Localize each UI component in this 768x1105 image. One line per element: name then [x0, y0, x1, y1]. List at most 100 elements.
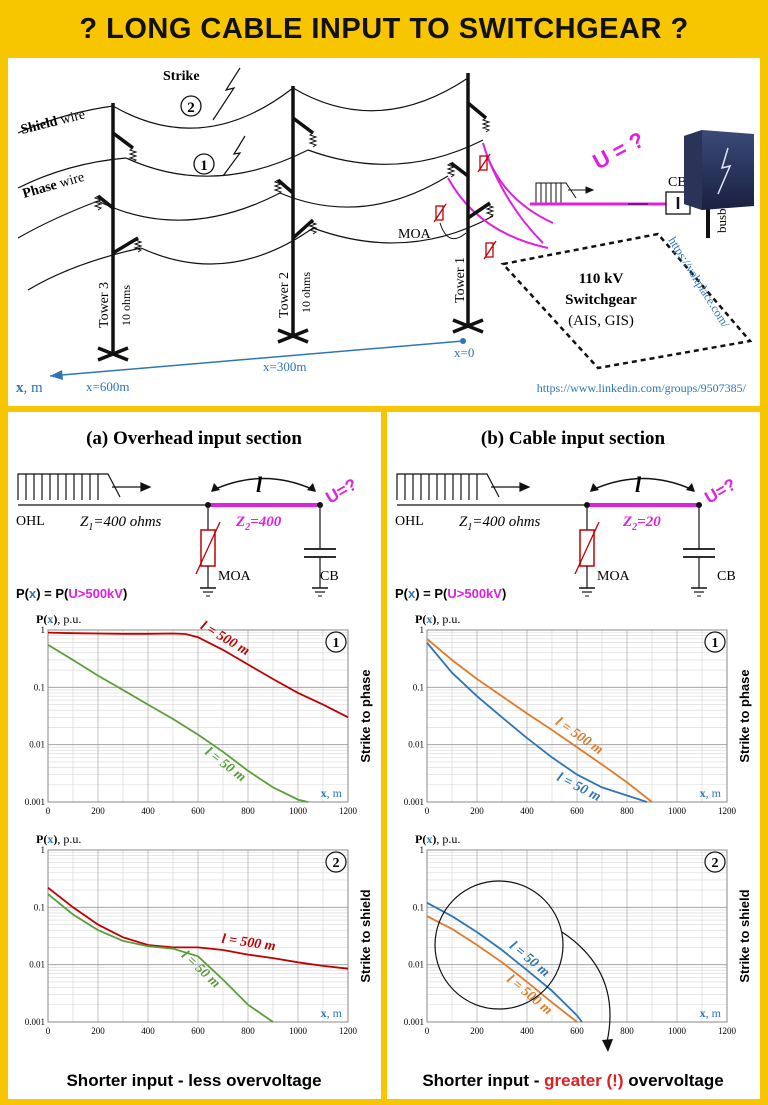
side-label: Strike to shield [358, 889, 373, 982]
y-tick-label: 1 [420, 625, 425, 635]
x-tick-label: 800 [241, 1026, 255, 1036]
panel-a-ohl-label: OHL [16, 514, 45, 529]
x-tick-label: 400 [141, 806, 155, 816]
y-tick-label: 1 [41, 845, 46, 855]
panel-b-svg: (b) Cable input section l OHL Z1=400 ohm… [395, 428, 752, 1090]
chart-b2-highlight [434, 880, 613, 1052]
x-tick-label: 0 [46, 806, 51, 816]
cb-label: CB [668, 175, 687, 190]
panel-a-length-arc [212, 477, 315, 491]
panel-a-u-label: U=? [323, 475, 361, 508]
moa-ground-lead [439, 222, 467, 240]
surge-wave-icon [535, 182, 595, 203]
panel-a-z2-label: Z2=400 [235, 514, 282, 533]
panel-b-prob-def: P(x) = P(U>500kV) [395, 586, 506, 601]
y-axis-label: P(x), p.u. [36, 612, 81, 626]
x-axis-label: x, m [700, 1006, 722, 1020]
panel-a-l-label: l [256, 472, 263, 497]
linkedin-link[interactable]: https://www.linkedin.com/groups/9507385/ [537, 381, 747, 395]
insulators [93, 117, 495, 253]
x-tick-label: 1200 [718, 806, 737, 816]
case-marker [325, 631, 347, 653]
x600-label: x=600m [86, 379, 129, 394]
x-axis-arrowhead [50, 370, 63, 380]
panel-b-cb [683, 508, 715, 597]
y-tick-label: 0.1 [34, 682, 45, 692]
x-tick-label: 200 [91, 806, 105, 816]
strike-1-marker [193, 153, 215, 175]
case-marker [704, 851, 726, 873]
phase-wire-label: Phase wire [21, 170, 86, 202]
strike-2-label: 2 [187, 100, 195, 116]
plot-frame [426, 629, 728, 803]
y-tick-label: 0.1 [413, 682, 424, 692]
x-tick-label: 1200 [339, 806, 358, 816]
panel-a-heading: (a) Overhead input section [86, 428, 302, 449]
tower-3-ohms: 10 ohms [119, 285, 133, 326]
x-tick-label: 600 [570, 1026, 584, 1036]
moa-arresters [433, 153, 497, 260]
x-tick-label: 1200 [718, 1026, 737, 1036]
panel-a-moa [195, 508, 221, 597]
x-tick-label: 0 [425, 806, 430, 816]
x-axis-label: x, m [321, 786, 343, 800]
y-tick-label: 0.1 [413, 902, 424, 912]
x-origin-dot [460, 338, 466, 344]
case-marker [704, 631, 726, 653]
panel-b-ohl-label: OHL [395, 514, 424, 529]
highlight-circle [434, 880, 564, 1010]
tower-2-label: Tower 2 [277, 272, 292, 318]
highlight-arrowhead [602, 1039, 613, 1052]
panel-b-u-label: U=? [702, 475, 740, 508]
strike-1-label: 1 [200, 158, 208, 174]
switchgear-type: (AIS, GIS) [568, 313, 634, 329]
x-tick-label: 400 [520, 1026, 534, 1036]
panel-b-surge-icon [396, 473, 531, 500]
lightning-bolts [212, 67, 246, 177]
panel-a-footer: Shorter input - less overvoltage [66, 1071, 321, 1090]
panel-b-z1-label: Z1=400 ohms [459, 514, 541, 533]
x-axis-label: x, m [16, 380, 43, 396]
x-axis-line [49, 340, 464, 377]
panel-b-heading: (b) Cable input section [481, 428, 666, 449]
series-line [426, 915, 578, 1023]
series-label: l = 500 m [503, 972, 555, 1018]
panel-a-node-left [205, 502, 211, 508]
panel-b-footer: Shorter input - greater (!) overvoltage [422, 1071, 723, 1090]
x-tick-label: 1200 [339, 1026, 358, 1036]
x-tick-label: 0 [46, 1026, 51, 1036]
x-tick-label: 200 [91, 1026, 105, 1036]
x-tick-label: 600 [191, 1026, 205, 1036]
panel-b-z2-label: Z2=20 [622, 514, 661, 533]
side-label: Strike to phase [737, 669, 752, 762]
x-tick-label: 1000 [668, 1026, 687, 1036]
case-number: 1 [333, 636, 340, 651]
switchgear-name: Switchgear [565, 292, 637, 308]
series-line [47, 886, 349, 970]
panel-b-cb-label: CB [717, 569, 736, 584]
series-line [426, 642, 648, 803]
highlight-arrow [561, 931, 611, 1043]
shield-wire-label: Shield wire [19, 107, 86, 137]
panel-b-node-left [584, 502, 590, 508]
plot-frame [47, 849, 349, 1023]
x-tick-label: 0 [425, 1026, 430, 1036]
x-tick-label: 200 [470, 1026, 484, 1036]
y-tick-label: 0.1 [34, 902, 45, 912]
overview-svg: 2 1 Strike Shield wire Phase wire Tower … [16, 67, 753, 396]
plot-frame [47, 629, 349, 803]
panel-a-z1-label: Z1=400 ohms [80, 514, 162, 533]
x-tick-label: 400 [520, 806, 534, 816]
panel-cable: (b) Cable input section l OHL Z1=400 ohm… [387, 412, 760, 1099]
x-axis-label: x, m [321, 1006, 343, 1020]
y-tick-label: 0.001 [404, 1017, 424, 1027]
x-tick-label: 800 [241, 806, 255, 816]
panel-a-cb-label: CB [320, 569, 339, 584]
panel-a-svg: (a) Overhead input section l OHL Z1=400 … [16, 428, 373, 1090]
x300-label: x=300m [263, 359, 306, 374]
x-tick-label: 800 [620, 806, 634, 816]
